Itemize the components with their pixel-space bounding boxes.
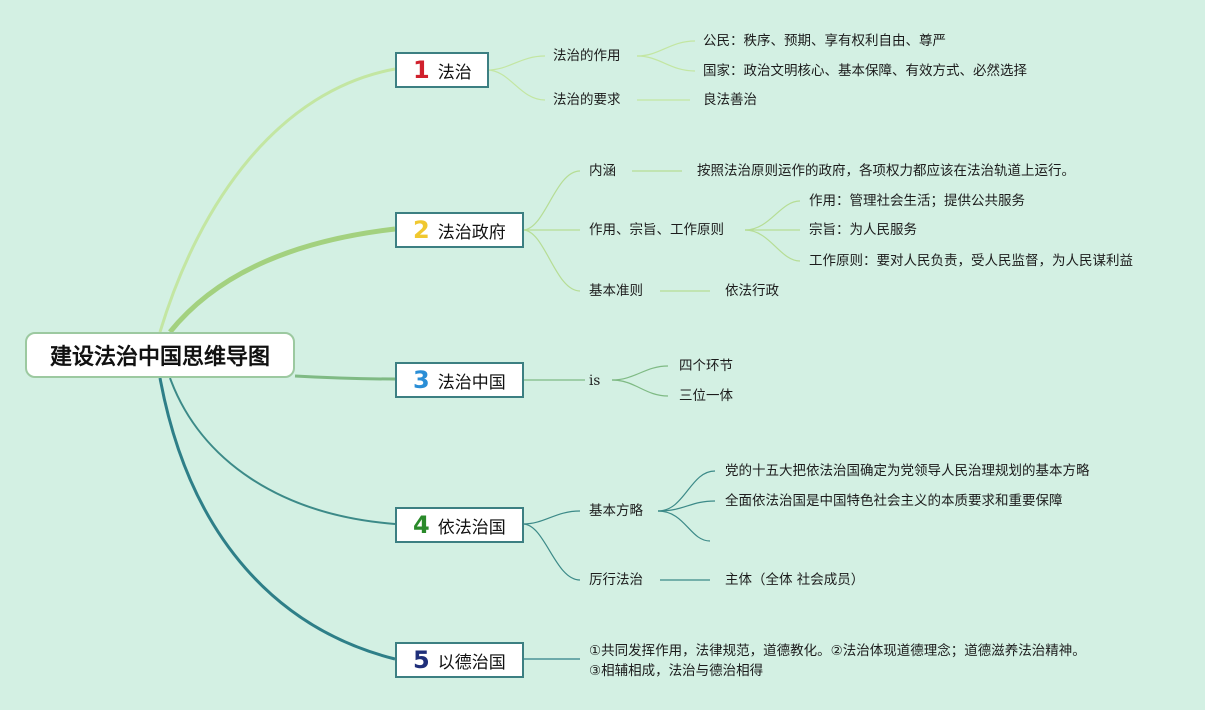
subtopic-fazhi-yaoqiu[interactable]: 法治的要求	[553, 92, 621, 108]
topic-label: 依法治国	[437, 517, 506, 538]
leaf-zongzhi[interactable]: 宗旨：为人民服务	[809, 222, 917, 238]
topic-label: 法治	[437, 62, 472, 83]
topic-label: 法治政府	[437, 222, 506, 243]
branch-line-5	[158, 377, 396, 661]
number-1-badge: 1	[413, 56, 430, 84]
leaf-zhuti[interactable]: 主体（全体 社会成员）	[725, 572, 865, 588]
leaf-gongmin[interactable]: 公民：秩序、预期、享有权利自由、尊严	[703, 33, 946, 49]
leaf-zuoyong[interactable]: 作用：管理社会生活；提供公共服务	[809, 193, 1025, 209]
central-topic[interactable]: 建设法治中国思维导图	[25, 332, 295, 378]
number-3-badge: 3	[413, 366, 430, 394]
branch-line-3	[294, 374, 396, 381]
subtopic-fazhi-zuoyong[interactable]: 法治的作用	[553, 48, 621, 64]
subtopic-jiben-zhunze[interactable]: 基本准则	[589, 283, 643, 299]
branch-line-2	[168, 226, 396, 334]
leaf-sige-huanjie[interactable]: 四个环节	[679, 358, 733, 374]
subtopic-neihan[interactable]: 内涵	[589, 163, 616, 179]
branch-1-links	[486, 40, 696, 101]
leaf-gongzuo-yuanze[interactable]: 工作原则：要对人民负责，受人民监督，为人民谋利益	[809, 253, 1133, 269]
number-5-badge: 5	[413, 646, 430, 674]
leaf-yifa-xingzheng[interactable]: 依法行政	[725, 283, 779, 299]
branch-line-4	[169, 377, 396, 525]
topic-yide-zhiguo[interactable]: 5 以德治国	[395, 642, 524, 678]
topic-fazhi-zhengfu[interactable]: 2 法治政府	[395, 212, 524, 248]
leaf-liangfa-shanzhi[interactable]: 良法善治	[703, 92, 757, 108]
branch-3-links	[523, 365, 669, 397]
topic-fazhi[interactable]: 1 法治	[395, 52, 489, 88]
topic-label: 法治中国	[437, 372, 506, 393]
number-2-badge: 2	[413, 216, 430, 244]
subtopic-zuoyong-zongzhi[interactable]: 作用、宗旨、工作原则	[589, 222, 724, 238]
number-4-badge: 4	[413, 511, 430, 539]
subtopic-jiben-fanglue[interactable]: 基本方略	[589, 503, 643, 519]
leaf-shiwuda[interactable]: 党的十五大把依法治国确定为党领导人民治理规划的基本方略	[725, 463, 1090, 479]
topic-fazhi-zhongguo[interactable]: 3 法治中国	[395, 362, 524, 398]
leaf-neihan-definition[interactable]: 按照法治原则运作的政府，各项权力都应该在法治轨道上运行。	[697, 163, 1075, 179]
branch-4-links	[522, 470, 716, 581]
subtopic-is[interactable]: is	[589, 373, 601, 389]
subtopic-lixing-fazhi[interactable]: 厉行法治	[589, 572, 643, 588]
leaf-quanmian-yifa[interactable]: 全面依法治国是中国特色社会主义的本质要求和重要保障	[725, 493, 1063, 509]
topic-label: 以德治国	[437, 652, 506, 673]
topic-yifa-zhiguo[interactable]: 4 依法治国	[395, 507, 524, 543]
leaf-sanwei-yiti[interactable]: 三位一体	[679, 388, 733, 404]
branch-line-1	[158, 67, 396, 333]
branch-2-links	[522, 170, 801, 292]
leaf-dezhi-paragraph[interactable]: ①共同发挥作用，法律规范，道德教化。②法治体现道德理念；道德滋养法治精神。③相辅…	[589, 643, 1086, 679]
leaf-guojia[interactable]: 国家：政治文明核心、基本保障、有效方式、必然选择	[703, 63, 1027, 79]
